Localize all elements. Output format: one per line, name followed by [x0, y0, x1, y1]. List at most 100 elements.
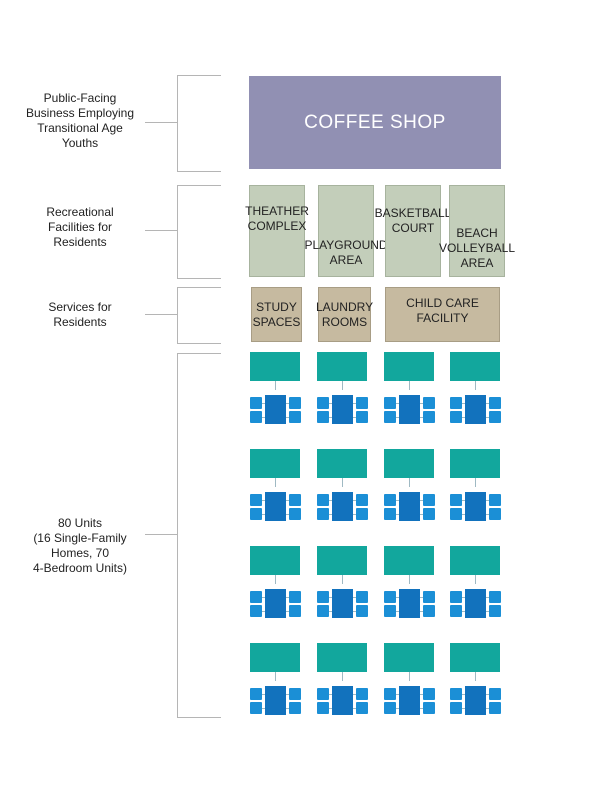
- apartment-bedroom: [356, 605, 368, 617]
- row-label-units: 80 Units (16 Single-Family Homes, 70 4-B…: [32, 516, 128, 575]
- apartment-bedroom: [250, 397, 262, 409]
- apartment-connector: [262, 694, 265, 695]
- apartment-connector: [329, 500, 332, 501]
- home-connector: [475, 672, 476, 681]
- single-family-home: [250, 352, 300, 381]
- apartment-bedroom: [356, 508, 368, 520]
- apartment-bedroom: [423, 605, 435, 617]
- apartment-connector: [420, 597, 423, 598]
- apartment-bedroom: [356, 397, 368, 409]
- apartment-bedroom: [423, 591, 435, 603]
- bracket-recreation: [177, 185, 221, 279]
- row-label-business: Public-Facing Business Employing Transit…: [25, 91, 135, 150]
- apartment-bedroom: [489, 688, 501, 700]
- apartment-connector: [486, 694, 489, 695]
- apartment-bedroom: [356, 494, 368, 506]
- bracket-services: [177, 287, 221, 344]
- apartment-bedroom: [423, 397, 435, 409]
- bracket-units: [177, 353, 221, 718]
- apartment-connector: [286, 514, 289, 515]
- apartment-connector: [353, 708, 356, 709]
- apartment-bedroom: [489, 605, 501, 617]
- apartment-connector: [286, 500, 289, 501]
- apartment-core: [399, 686, 420, 715]
- apartment-connector: [420, 694, 423, 695]
- apartment-bedroom: [317, 411, 329, 423]
- bracket-units-tick: [145, 534, 177, 535]
- beach-volleyball-area-block: BEACH VOLLEYBALL AREA: [439, 185, 515, 277]
- single-family-home: [317, 546, 367, 575]
- apartment-core: [465, 395, 486, 424]
- single-family-home: [384, 449, 434, 478]
- apartment-bedroom: [250, 411, 262, 423]
- apartment-connector: [353, 694, 356, 695]
- apartment-connector: [420, 417, 423, 418]
- home-connector: [409, 381, 410, 390]
- single-family-home: [317, 352, 367, 381]
- apartment-bedroom: [289, 702, 301, 714]
- apartment-connector: [462, 500, 465, 501]
- apartment-bedroom: [317, 605, 329, 617]
- apartment-bedroom: [289, 411, 301, 423]
- apartment-bedroom: [450, 605, 462, 617]
- theater-complex-block: THEATHER COMPLEX: [245, 185, 309, 277]
- apartment-bedroom: [489, 508, 501, 520]
- bracket-business-tick: [145, 122, 177, 123]
- apartment-connector: [286, 403, 289, 404]
- home-connector: [409, 575, 410, 584]
- home-connector: [409, 672, 410, 681]
- apartment-connector: [462, 611, 465, 612]
- study-spaces-block: STUDY SPACES: [251, 287, 302, 342]
- apartment-connector: [462, 694, 465, 695]
- apartment-connector: [462, 597, 465, 598]
- apartment-bedroom: [356, 591, 368, 603]
- apartment-bedroom: [356, 702, 368, 714]
- row-label-services: Services for Residents: [48, 300, 112, 329]
- apartment-bedroom: [317, 397, 329, 409]
- home-connector: [275, 478, 276, 487]
- basketball-court-block: BASKETBALL COURT: [375, 185, 451, 277]
- apartment-connector: [396, 514, 399, 515]
- apartment-connector: [262, 500, 265, 501]
- apartment-bedroom: [489, 591, 501, 603]
- apartment-bedroom: [289, 605, 301, 617]
- apartment-connector: [396, 417, 399, 418]
- apartment-connector: [262, 708, 265, 709]
- single-family-home: [317, 449, 367, 478]
- single-family-home: [250, 546, 300, 575]
- apartment-bedroom: [489, 494, 501, 506]
- apartment-connector: [396, 403, 399, 404]
- apartment-bedroom: [356, 688, 368, 700]
- apartment-core: [265, 492, 286, 521]
- single-family-home: [384, 546, 434, 575]
- apartment-connector: [329, 611, 332, 612]
- apartment-bedroom: [450, 494, 462, 506]
- home-connector: [475, 381, 476, 390]
- apartment-bedroom: [317, 702, 329, 714]
- laundry-rooms-block: LAUNDRY ROOMS: [316, 287, 373, 342]
- apartment-connector: [262, 403, 265, 404]
- apartment-connector: [420, 403, 423, 404]
- apartment-connector: [286, 694, 289, 695]
- apartment-connector: [286, 708, 289, 709]
- apartment-core: [332, 686, 353, 715]
- apartment-bedroom: [250, 508, 262, 520]
- apartment-connector: [286, 417, 289, 418]
- apartment-bedroom: [384, 591, 396, 603]
- home-connector: [342, 381, 343, 390]
- apartment-connector: [353, 514, 356, 515]
- apartment-connector: [486, 500, 489, 501]
- apartment-connector: [420, 500, 423, 501]
- apartment-connector: [286, 611, 289, 612]
- apartment-connector: [462, 417, 465, 418]
- apartment-core: [465, 589, 486, 618]
- apartment-connector: [329, 417, 332, 418]
- apartment-connector: [462, 708, 465, 709]
- apartment-bedroom: [450, 411, 462, 423]
- apartment-connector: [353, 500, 356, 501]
- apartment-bedroom: [289, 508, 301, 520]
- apartment-core: [399, 589, 420, 618]
- apartment-bedroom: [384, 411, 396, 423]
- apartment-bedroom: [489, 702, 501, 714]
